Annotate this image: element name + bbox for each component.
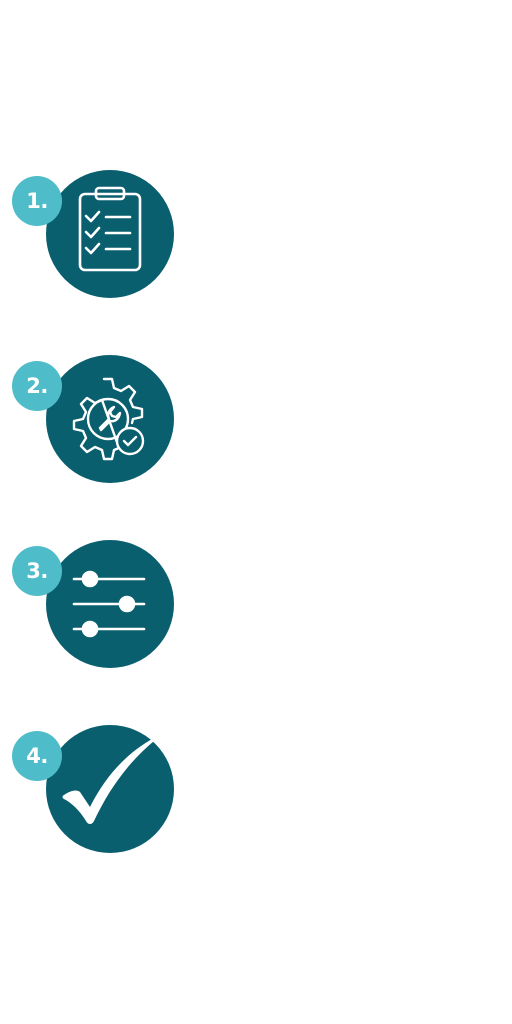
step-2-circle: [46, 355, 174, 483]
checklist-clipboard-icon: [78, 186, 142, 272]
step-3-circle: [46, 540, 174, 668]
step-4: 4.: [0, 723, 200, 863]
checkmark-icon: [62, 738, 155, 824]
step-1: 1.: [0, 168, 200, 308]
step-3: 3.: [0, 538, 200, 678]
gear-wrench-check-icon: [72, 377, 145, 461]
step-1-number-badge: 1.: [12, 176, 62, 226]
step-2-number-badge: 2.: [12, 361, 62, 411]
step-2: 2.: [0, 353, 200, 493]
step-3-number-badge: 3.: [12, 546, 62, 596]
step-1-circle: [46, 170, 174, 298]
step-4-number-badge: 4.: [12, 731, 62, 781]
step-4-circle: [46, 725, 174, 853]
sliders-icon: [72, 570, 146, 638]
